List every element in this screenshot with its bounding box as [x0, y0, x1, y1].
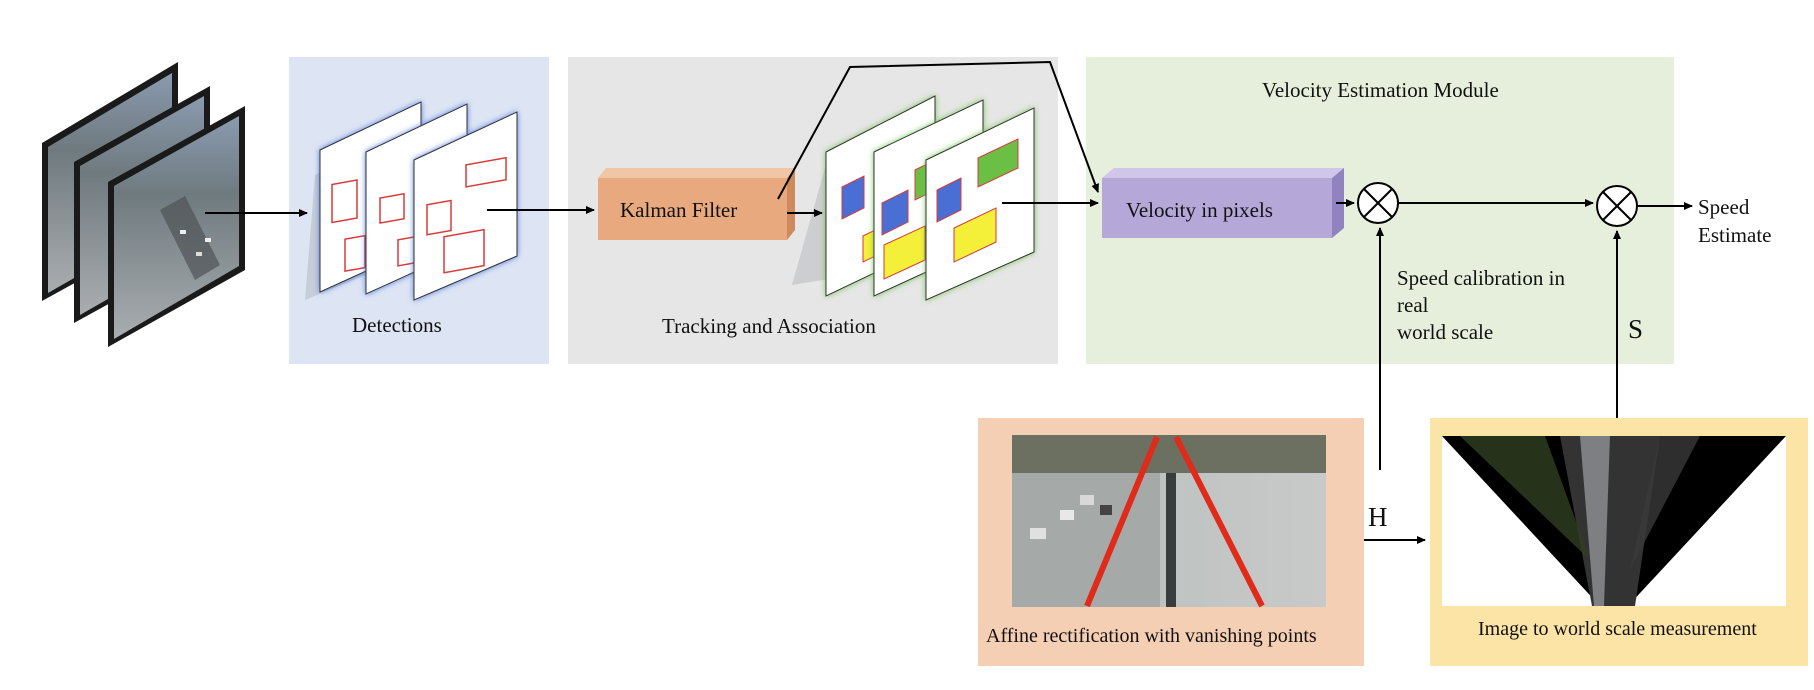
multiply-operator-2 — [1596, 185, 1638, 227]
kalman-box — [598, 168, 795, 240]
affine-label: Affine rectification with vanishing poin… — [986, 625, 1317, 647]
tracking-label: Tracking and Association — [662, 314, 876, 338]
multiply-operator-1 — [1357, 182, 1399, 224]
velocity-pixels-label: Velocity in pixels — [1126, 198, 1273, 222]
world-scale-image — [1442, 436, 1786, 606]
input-video-frames — [42, 62, 245, 347]
world-scale-label: Image to world scale measurement — [1478, 618, 1757, 640]
connectors — [205, 60, 1693, 544]
tracking-frames — [792, 95, 1035, 301]
detection-frames — [305, 101, 518, 301]
h-matrix-label: H — [1368, 502, 1388, 532]
speed-calibration-label: Speed calibration in real world scale — [1397, 266, 1565, 344]
affine-road-image — [1012, 435, 1326, 608]
detections-label: Detections — [352, 313, 442, 337]
velocity-module-title: Velocity Estimation Module — [1262, 78, 1499, 102]
speed-estimate-label: Speed Estimate — [1698, 195, 1772, 247]
kalman-label: Kalman Filter — [620, 198, 738, 222]
velocity-box — [1102, 168, 1344, 238]
s-scale-label: S — [1628, 314, 1644, 344]
